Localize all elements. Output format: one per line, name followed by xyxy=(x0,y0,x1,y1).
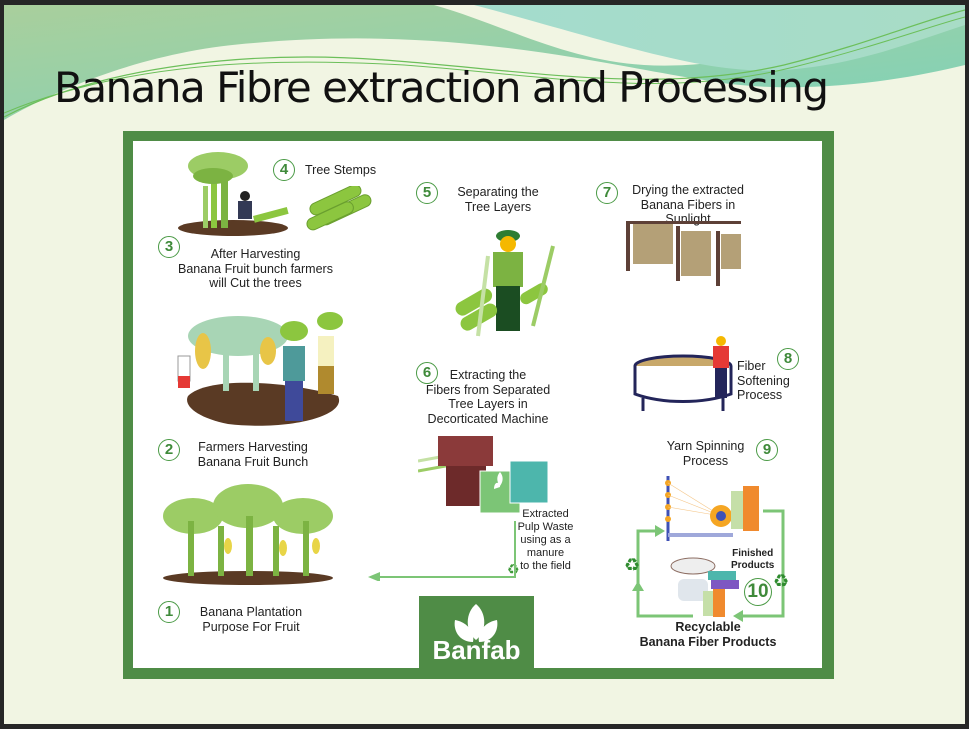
banana-plantation-illustration xyxy=(163,484,333,585)
step-1-label: Banana Plantation Purpose For Fruit xyxy=(199,605,303,634)
finished-products-label: Finished Products xyxy=(731,548,775,571)
pulp-waste-note: Extracted Pulp Waste using as a manure t… xyxy=(517,508,574,572)
step-10-label: Recyclable Banana Fiber Products xyxy=(639,620,777,649)
yarn-spinning-cycle-illustration xyxy=(632,476,785,622)
banana-tree-cutting-illustration xyxy=(178,152,289,236)
step-7-label: Drying the extracted Banana Fibers in Su… xyxy=(632,183,744,226)
step-6-label: Extracting the Fibers from Separated Tre… xyxy=(425,368,551,426)
step-3-label: After Harvesting Banana Fruit bunch farm… xyxy=(178,247,333,290)
banfab-logo: Banfab xyxy=(419,596,534,668)
recycle-icon: ♻ xyxy=(507,561,520,577)
step-6-badge: 6 xyxy=(416,362,438,384)
step-2-badge: 2 xyxy=(158,439,180,461)
step-9-badge: 9 xyxy=(756,439,778,461)
slide-title: Banana Fibre extraction and Processing xyxy=(54,63,829,112)
step-8-label: Fiber Softening Process xyxy=(737,359,790,402)
recycle-icon: ♻ xyxy=(624,555,641,575)
step-3-badge: 3 xyxy=(158,236,180,258)
step-8-badge: 8 xyxy=(777,348,799,370)
farmers-harvesting-illustration xyxy=(177,312,343,426)
leaf-logo-icon xyxy=(454,604,498,642)
infographic-frame: 4 Tree Stemps 3 After Harvesting Banana … xyxy=(123,131,834,679)
step-5-badge: 5 xyxy=(416,182,438,204)
logo-text: Banfab xyxy=(432,635,521,665)
step-4-label: Tree Stemps xyxy=(305,163,377,177)
fiber-softening-tank-illustration xyxy=(633,336,733,411)
recycle-icon: ♻ xyxy=(773,571,790,591)
fiber-drying-racks-illustration xyxy=(626,221,741,286)
step-1-badge: 1 xyxy=(158,601,180,623)
step-4-badge: 4 xyxy=(273,159,295,181)
slide: Banana Fibre extraction and Processing 4… xyxy=(4,5,965,724)
step-10-badge: 10 xyxy=(744,578,772,606)
step-5-label: Separating the Tree Layers xyxy=(457,185,539,214)
decorative-wave-header xyxy=(4,5,965,120)
decorticator-machine-illustration xyxy=(418,436,549,514)
flow-arrow-to-field xyxy=(368,521,516,581)
infographic: 4 Tree Stemps 3 After Harvesting Banana … xyxy=(133,141,822,668)
step-2-label: Farmers Harvesting Banana Fruit Bunch xyxy=(197,440,309,469)
step-7-badge: 7 xyxy=(596,182,618,204)
step-9-label: Yarn Spinning Process xyxy=(666,439,745,468)
farmer-separating-layers-illustration xyxy=(455,230,555,337)
tree-stems-icon xyxy=(306,186,372,231)
